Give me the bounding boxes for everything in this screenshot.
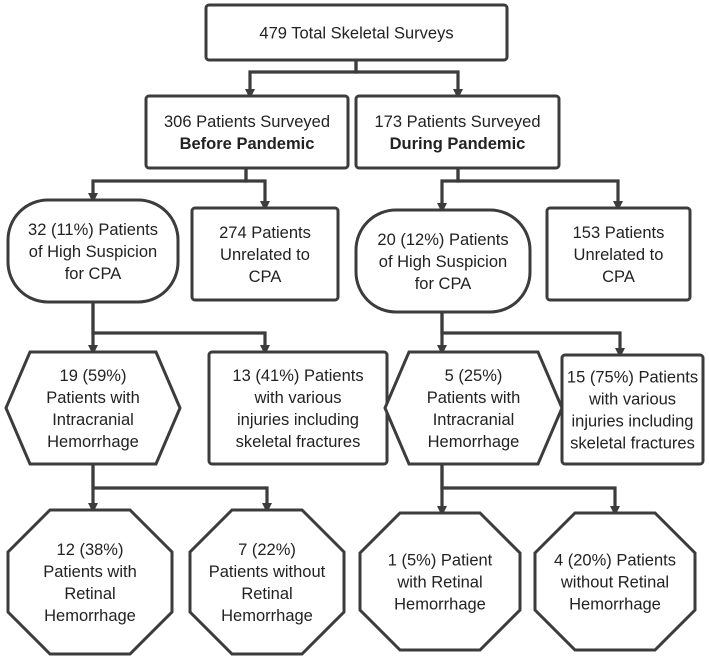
- node-label-line: skeletal fractures: [570, 435, 695, 453]
- node-label-line: Hemorrhage: [569, 596, 661, 614]
- node-label-line: injuries including: [237, 411, 359, 429]
- node-shape-octagon: [6, 508, 174, 656]
- node-label-line: CPA: [249, 268, 282, 286]
- node-label-line: for CPA: [65, 265, 122, 283]
- node-label-line: Patients with: [43, 563, 137, 581]
- node-shape-octagon: [188, 508, 346, 656]
- connector-total-to-during: [354, 60, 463, 99]
- node-label-line: 19 (59%): [60, 367, 127, 385]
- node-before-high: 32 (11%) Patients of High Suspicion for CP…: [6, 198, 180, 304]
- node-label-line: Unrelated to: [220, 246, 310, 264]
- node-label-line: 15 (75%) Patients: [567, 369, 698, 387]
- node-label-line: Hemorrhage: [47, 433, 139, 451]
- node-shape-rect: [190, 206, 340, 302]
- node-during-various: 15 (75%) Patients with various injuries in…: [560, 353, 705, 466]
- node-label-line: of High Suspicion: [379, 253, 507, 271]
- node-label-line: 1 (5%) Patient: [388, 552, 493, 570]
- node-shape-rounded: [354, 208, 532, 314]
- node-label-line: 5 (25%): [445, 367, 503, 385]
- node-label-line: During Pandemic: [390, 135, 526, 153]
- node-before-ich: 19 (59%) Patients withIntracranialHemorrh…: [4, 350, 182, 466]
- connector-before_high-to-before_various: [91, 302, 270, 355]
- node-shape-octagon: [358, 511, 522, 652]
- node-label-line: Intracranial: [52, 411, 134, 429]
- node-label-line: 306 Patients Surveyed: [164, 113, 330, 131]
- node-label-line: 173 Patients Surveyed: [374, 113, 540, 131]
- node-label-line: Retinal: [64, 585, 115, 603]
- node-shape-octagon: [533, 511, 697, 652]
- node-label-line: Hemorrhage: [221, 607, 313, 625]
- node-label-line: 7 (22%): [238, 541, 296, 559]
- node-label-line: Patients with: [46, 389, 140, 407]
- node-label-line: Patients with: [427, 389, 521, 407]
- node-during-ich: 5 (25%) Patients withIntracranialHemorrha…: [383, 350, 564, 466]
- node-label-line: of High Suspicion: [29, 243, 157, 261]
- node-label-line: Unrelated to: [574, 246, 664, 264]
- connector-during_high-to-during_various: [440, 312, 625, 358]
- node-shape-rounded: [6, 198, 180, 304]
- node-label-line: Hemorrhage: [394, 596, 486, 614]
- node-label-line: for CPA: [415, 275, 472, 293]
- node-label-line: 12 (38%): [57, 541, 124, 559]
- node-during-high: 20 (12%) Patients of High Suspicion for CP…: [354, 208, 532, 314]
- connector-during-to-during_high: [437, 168, 460, 213]
- connector-during-to-during_unrelated: [456, 168, 623, 211]
- node-label-line: with various: [588, 391, 676, 409]
- node-during-no-retinal: 4 (20%) Patients without RetinalHemorrhag…: [533, 511, 697, 652]
- node-shape-hexagon: [4, 350, 182, 466]
- node-label-line: Hemorrhage: [428, 433, 520, 451]
- node-label-line: skeletal fractures: [236, 433, 361, 451]
- node-label-line: 13 (41%) Patients: [232, 367, 363, 385]
- node-label-line: Before Pandemic: [180, 135, 315, 153]
- node-shape-rect: [354, 94, 561, 170]
- node-total: 479 Total Skeletal Surveys: [204, 3, 509, 62]
- connector-before_ich-to-before_no_retinal: [91, 464, 272, 513]
- connector-before-to-before_unrelated: [244, 168, 270, 211]
- node-label-line: 4 (20%) Patients: [554, 552, 676, 570]
- connector-before-to-before_high: [88, 168, 248, 203]
- node-label-line: CPA: [602, 268, 635, 286]
- node-label-line: without Retinal: [560, 574, 669, 592]
- connector-total-to-before: [245, 60, 358, 99]
- node-label-line: 479 Total Skeletal Surveys: [259, 25, 453, 43]
- node-label-line: 20 (12%) Patients: [377, 231, 508, 249]
- node-label-line: with various: [253, 389, 341, 407]
- node-label-line: Retinal: [241, 585, 292, 603]
- connector-during_ich-to-during_no_retinal: [440, 464, 620, 516]
- node-shape-hexagon: [383, 350, 564, 466]
- node-before-various: 13 (41%) Patients with various injuries in…: [207, 350, 389, 466]
- node-label-line: 274 Patients: [219, 224, 311, 242]
- node-label-line: Intracranial: [433, 411, 515, 429]
- node-shape-rect: [545, 206, 692, 302]
- node-label-line: 32 (11%) Patients: [28, 221, 158, 239]
- node-shape-rect: [204, 3, 509, 62]
- node-label-line: Hemorrhage: [44, 607, 136, 625]
- node-shape-rect: [144, 94, 350, 170]
- node-shape-rect: [560, 353, 705, 466]
- node-label-line: with Retinal: [396, 574, 482, 592]
- node-label-line: 153 Patients: [573, 224, 665, 242]
- node-label-line: injuries including: [572, 413, 694, 431]
- node-label-line: Patients without: [209, 563, 326, 581]
